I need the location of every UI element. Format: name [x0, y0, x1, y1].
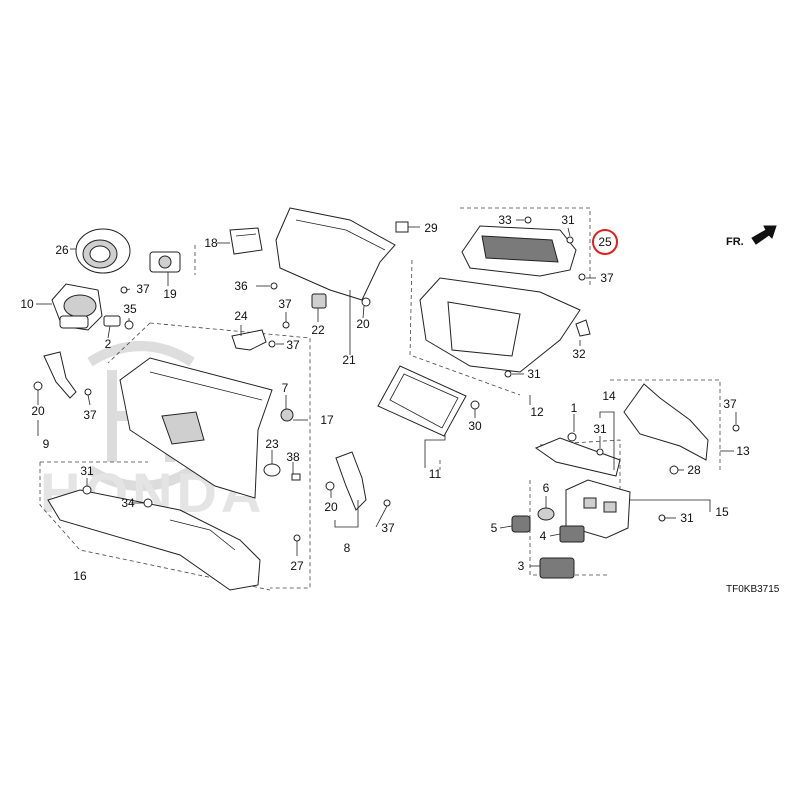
- callout-20-c[interactable]: 20: [324, 500, 338, 514]
- part-4-switch[interactable]: [559, 525, 585, 543]
- callout-37-e[interactable]: 37: [381, 521, 395, 535]
- part-16-lower-cover[interactable]: [47, 489, 261, 591]
- group-outlines: [39, 207, 721, 591]
- callout-37-f[interactable]: 37: [600, 271, 614, 285]
- callout-31-b[interactable]: 31: [561, 213, 575, 227]
- callout-31-e[interactable]: 31: [680, 511, 694, 525]
- callout-34[interactable]: 34: [121, 496, 135, 510]
- part-17-glove-box[interactable]: [119, 357, 273, 499]
- callout-30[interactable]: 30: [468, 419, 482, 433]
- callout-19[interactable]: 19: [163, 287, 177, 301]
- callout-37-d[interactable]: 37: [286, 338, 300, 352]
- part-14-panel[interactable]: [534, 437, 621, 477]
- part-19-switch[interactable]: [149, 251, 181, 273]
- callout-15[interactable]: 15: [715, 505, 729, 519]
- callouts: 26 18 19 37 10 35 2 20 9 37 36 29 37 22 …: [20, 213, 750, 583]
- part-7-bumper[interactable]: [280, 408, 294, 422]
- part-12-center-panel[interactable]: [419, 277, 581, 373]
- callout-31-d[interactable]: 31: [593, 422, 607, 436]
- part-10-cup-holder[interactable]: [51, 283, 103, 331]
- callout-31-a[interactable]: 31: [80, 464, 94, 478]
- callout-21[interactable]: 21: [342, 353, 356, 367]
- part-22-damper[interactable]: [311, 293, 327, 309]
- leader-lines: [36, 219, 737, 567]
- callout-7[interactable]: 7: [282, 381, 289, 395]
- callout-38[interactable]: 38: [286, 450, 300, 464]
- callout-9[interactable]: 9: [43, 437, 50, 451]
- part-11-pocket[interactable]: [377, 365, 467, 437]
- callout-18[interactable]: 18: [204, 236, 218, 250]
- callout-20-a[interactable]: 20: [31, 404, 45, 418]
- part-32-clip[interactable]: [575, 319, 591, 337]
- part-13-bracket[interactable]: [623, 383, 709, 461]
- direction-label: FR.: [726, 236, 744, 248]
- part-18-bracket[interactable]: [229, 227, 263, 255]
- part-24-bracket[interactable]: [231, 329, 267, 351]
- callout-22[interactable]: 22: [311, 323, 325, 337]
- part-21-glove-box-lid[interactable]: [275, 207, 396, 301]
- callout-33[interactable]: 33: [498, 213, 512, 227]
- callout-29[interactable]: 29: [424, 221, 438, 235]
- callout-8[interactable]: 8: [344, 541, 351, 555]
- callout-6[interactable]: 6: [543, 481, 550, 495]
- callout-4[interactable]: 4: [540, 529, 547, 543]
- callout-3[interactable]: 3: [518, 559, 525, 573]
- part-9-stay[interactable]: [43, 351, 77, 399]
- part-38-pin[interactable]: [291, 473, 301, 481]
- callout-37-c[interactable]: 37: [278, 297, 292, 311]
- part-3-switch[interactable]: [539, 557, 575, 579]
- part-23-damper[interactable]: [263, 463, 281, 477]
- callout-14[interactable]: 14: [602, 389, 616, 403]
- callout-31-c[interactable]: 31: [527, 367, 541, 381]
- callout-12[interactable]: 12: [530, 405, 544, 419]
- callout-37-a[interactable]: 37: [136, 282, 150, 296]
- part-2-latch[interactable]: [103, 315, 121, 327]
- part-8-bracket[interactable]: [335, 451, 367, 511]
- callout-13[interactable]: 13: [736, 444, 750, 458]
- part-29-clip[interactable]: [395, 221, 409, 233]
- callout-11[interactable]: 11: [429, 467, 442, 481]
- callout-10[interactable]: 10: [20, 297, 34, 311]
- callout-16[interactable]: 16: [73, 569, 87, 583]
- callout-37-b[interactable]: 37: [83, 408, 97, 422]
- callout-36[interactable]: 36: [234, 279, 248, 293]
- callout-32[interactable]: 32: [572, 347, 586, 361]
- callout-27[interactable]: 27: [290, 559, 304, 573]
- part-6-socket[interactable]: [537, 507, 555, 521]
- highlight-ring: [592, 229, 618, 255]
- callout-20-b[interactable]: 20: [356, 317, 370, 331]
- callout-23[interactable]: 23: [265, 437, 279, 451]
- callout-26[interactable]: 26: [55, 243, 69, 257]
- callout-35[interactable]: 35: [123, 302, 137, 316]
- part-25-vent[interactable]: [461, 225, 577, 277]
- front-direction-indicator: FR.: [726, 225, 777, 248]
- callout-25[interactable]: 25: [598, 235, 612, 249]
- callout-1[interactable]: 1: [571, 401, 578, 415]
- callout-5[interactable]: 5: [491, 521, 498, 535]
- callout-17[interactable]: 17: [320, 413, 334, 427]
- callout-24[interactable]: 24: [234, 309, 248, 323]
- drawing-code: TF0KB3715: [726, 584, 780, 595]
- callout-2[interactable]: 2: [105, 337, 112, 351]
- part-26-meter-visor[interactable]: [75, 228, 131, 274]
- part-5-socket[interactable]: [511, 515, 531, 533]
- direction-arrow-icon: [751, 225, 777, 245]
- callout-37-g[interactable]: 37: [723, 397, 737, 411]
- part-35-screw[interactable]: [124, 320, 134, 330]
- callout-28[interactable]: 28: [687, 463, 701, 477]
